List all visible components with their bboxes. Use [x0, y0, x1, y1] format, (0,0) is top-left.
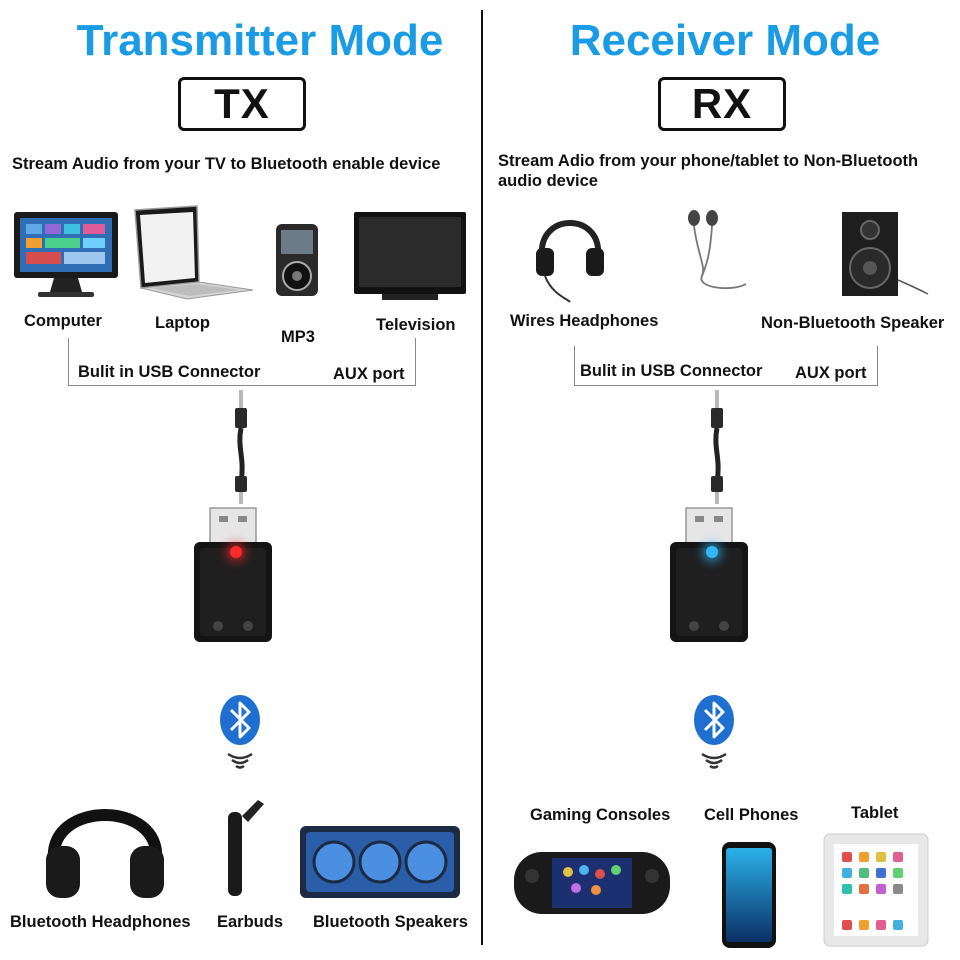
rx-aux-cable-image [702, 388, 732, 504]
wired-headphones-image [532, 208, 608, 304]
tx-connection-bracket [68, 338, 416, 386]
laptop-image [127, 204, 255, 300]
bluetooth-icon [218, 694, 262, 746]
tx-status-led [230, 546, 242, 558]
tx-usb-connector-label: Bulit in USB Connector [78, 363, 261, 381]
tx-aux-port-label: AUX port [333, 365, 405, 383]
signal-waves-icon [698, 750, 730, 770]
device-label-non-bluetooth-speaker: Non-Bluetooth Speaker [761, 314, 945, 332]
tx-aux-cable-image [226, 388, 256, 504]
non-bluetooth-speaker-image [840, 210, 930, 300]
center-divider [481, 10, 483, 945]
bluetooth-headphones-image [40, 780, 170, 905]
cell-phone-image [720, 840, 778, 950]
output-label-bluetooth-speakers: Bluetooth Speakers [313, 913, 468, 931]
output-label-bluetooth-headphones: Bluetooth Headphones [10, 913, 191, 931]
rx-bluetooth-adapter-image [666, 506, 752, 646]
computer-image [12, 210, 120, 300]
receiver-title: Receiver Mode [569, 16, 881, 65]
television-image [352, 210, 468, 302]
device-label-laptop: Laptop [155, 314, 210, 332]
gaming-console-image [512, 848, 672, 918]
receiver-description: Stream Adio from your phone/tablet to No… [498, 152, 919, 190]
signal-waves-icon [224, 750, 256, 770]
tablet-image [822, 832, 930, 948]
wired-earphones-image [672, 206, 752, 294]
tx-bluetooth-adapter-image [190, 506, 276, 646]
source-label-gaming-consoles: Gaming Consoles [530, 806, 671, 824]
earbuds-image [218, 792, 268, 898]
rx-connection-bracket [574, 346, 878, 386]
device-label-computer: Computer [24, 312, 102, 330]
rx-mode-box: RX [658, 77, 786, 131]
device-label-television: Television [376, 316, 456, 334]
transmitter-description: Stream Audio from your TV to Bluetooth e… [12, 155, 441, 173]
rx-status-led [706, 546, 718, 558]
source-label-tablet: Tablet [851, 804, 899, 822]
transmitter-title: Transmitter Mode [76, 16, 444, 65]
rx-aux-port-label: AUX port [795, 364, 867, 382]
bluetooth-icon [692, 694, 736, 746]
source-label-cell-phones: Cell Phones [704, 806, 799, 824]
rx-usb-connector-label: Bulit in USB Connector [580, 362, 763, 380]
device-label-mp3: MP3 [281, 328, 315, 346]
mp3-player-image [274, 222, 320, 298]
device-label-wired-headphones: Wires Headphones [510, 312, 659, 330]
output-label-earbuds: Earbuds [217, 913, 284, 931]
bluetooth-speaker-image [298, 824, 462, 900]
tx-mode-box: TX [178, 77, 306, 131]
